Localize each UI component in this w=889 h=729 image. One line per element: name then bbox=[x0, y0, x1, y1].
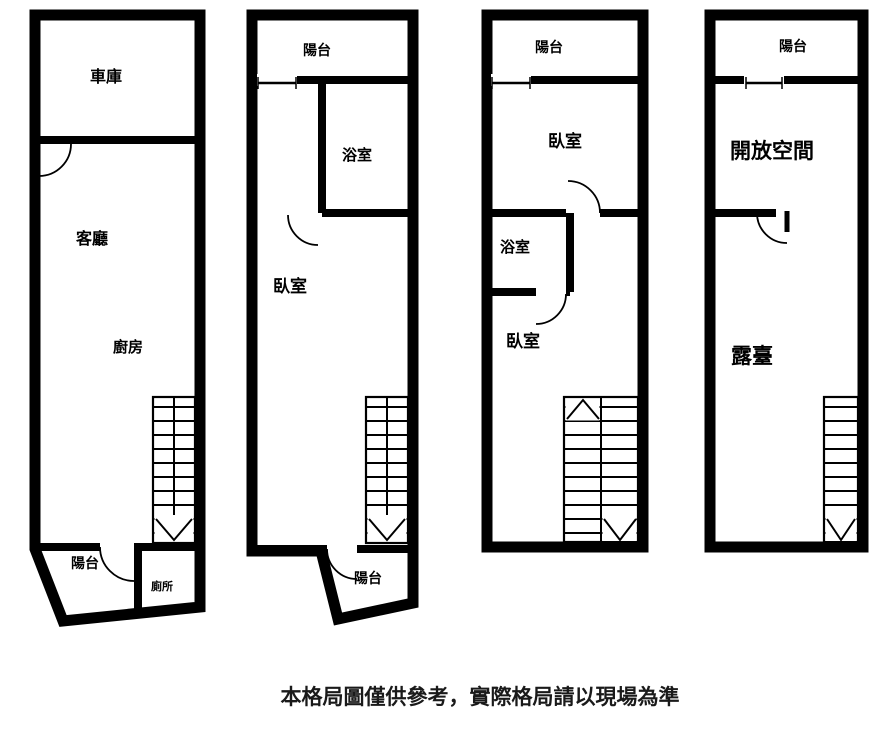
stairs-down-arrow-icon bbox=[155, 518, 193, 542]
room-label-balcony: 陽台 bbox=[71, 555, 99, 572]
floor-1-plan: 車庫 客廳 廚房 陽台 廁所 bbox=[29, 9, 206, 627]
stairs-symbol bbox=[822, 395, 860, 544]
door-opening bbox=[288, 207, 318, 219]
door-opening bbox=[327, 543, 357, 555]
room-label-bedroom-lower: 臥室 bbox=[506, 331, 540, 352]
stairs-symbol bbox=[151, 395, 197, 545]
door-arc bbox=[326, 548, 358, 580]
room-label-living-room: 客廳 bbox=[76, 229, 108, 248]
stairs-arrow-zone bbox=[367, 516, 407, 542]
door-arc bbox=[756, 212, 788, 244]
room-label-balcony-top: 陽台 bbox=[303, 42, 331, 59]
room-label-kitchen: 廚房 bbox=[113, 338, 143, 356]
room-label-open-space: 開放空間 bbox=[730, 139, 814, 163]
floor-4-plan: 陽台 開放空間 露臺 bbox=[704, 9, 869, 553]
door-opening bbox=[566, 207, 600, 219]
room-label-bedroom: 臥室 bbox=[273, 276, 307, 297]
door-arc bbox=[38, 143, 72, 177]
stairs-arrow-zone bbox=[154, 516, 194, 542]
room-label-bathroom: 浴室 bbox=[342, 146, 372, 164]
stairs-down-arrow-icon bbox=[603, 518, 637, 542]
room-label-toilet: 廁所 bbox=[151, 579, 173, 593]
caption: 本格局圖僅供參考，實際格局請以現場為準 bbox=[281, 685, 680, 709]
room-label-balcony-top: 陽台 bbox=[779, 38, 807, 55]
door-arc bbox=[287, 214, 319, 246]
floor-3-plan: 陽台 臥室 浴室 臥室 bbox=[481, 9, 649, 553]
room-label-garage: 車庫 bbox=[90, 67, 122, 86]
stairs-down-arrow-icon bbox=[368, 518, 406, 542]
door-arc bbox=[567, 180, 601, 214]
door-opening bbox=[536, 286, 566, 298]
stairs-symbol bbox=[562, 395, 640, 544]
door-opening bbox=[100, 541, 134, 553]
stairs-symbol bbox=[364, 395, 410, 545]
floor-2-plan: 陽台 浴室 臥室 陽台 bbox=[246, 9, 419, 626]
door-arc bbox=[99, 546, 135, 582]
room-label-balcony-bottom: 陽台 bbox=[354, 570, 382, 587]
stairs-down-arrow-icon bbox=[826, 518, 856, 542]
room-label-terrace: 露臺 bbox=[731, 344, 773, 368]
stairs-arrow-zone bbox=[602, 517, 637, 541]
stairs-arrow-zone bbox=[565, 398, 600, 421]
stairs-arrow-zone bbox=[825, 517, 857, 541]
door-arc bbox=[535, 293, 567, 325]
stairs-up-arrow-icon bbox=[566, 398, 600, 420]
room-label-balcony-top: 陽台 bbox=[535, 39, 563, 56]
room-label-bedroom-upper: 臥室 bbox=[548, 131, 582, 152]
room-label-bathroom: 浴室 bbox=[500, 238, 530, 256]
